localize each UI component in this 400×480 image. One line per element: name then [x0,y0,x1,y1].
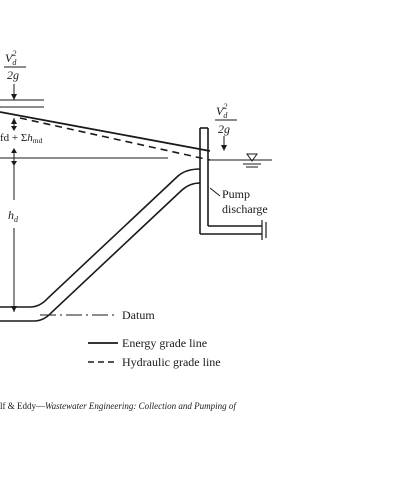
right-velocity-head-label: Vd2 2g [215,102,237,136]
pump-discharge-leader [209,187,221,197]
right-velocity-head-dimension [221,136,227,151]
pump-discharge-label: Pump [222,187,250,201]
hydraulic-grade-line [19,117,211,161]
legend-energy-label: Energy grade line [122,336,207,350]
discharge-manifold [199,127,262,235]
legend-hydraulic-label: Hydraulic grade line [122,355,221,369]
svg-text:Vd2: Vd2 [216,102,228,120]
outlet-end [261,220,267,240]
head-loss-label: fd + Σhmd [0,132,43,145]
hd-label: hd [8,208,19,224]
legend: Energy grade line Hydraulic grade line [88,336,221,369]
svg-text:2g: 2g [218,122,230,136]
water-surface-icon [243,153,261,168]
discharge-pipe [0,168,201,322]
left-velocity-head-label: Vd2 2g [4,49,26,82]
energy-grade-line [0,111,211,152]
left-reference-lines [0,99,168,159]
pump-discharge-label-line2: discharge [222,202,268,216]
figure-caption: lf & Eddy—Wastewater Engineering: Collec… [0,401,237,411]
svg-text:2g: 2g [7,68,19,82]
datum-label: Datum [122,308,155,322]
svg-text:Vd2: Vd2 [5,49,17,67]
